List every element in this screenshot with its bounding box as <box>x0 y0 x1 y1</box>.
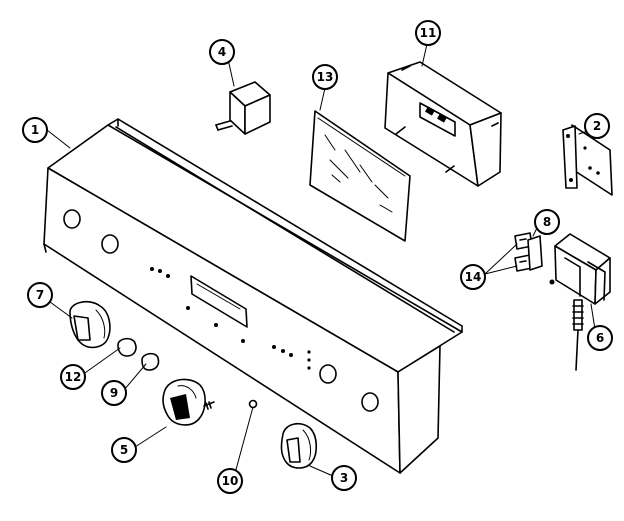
callout-12: 12 <box>60 364 86 390</box>
callout-6-label: 6 <box>596 331 604 345</box>
callout-2: 2 <box>584 113 610 139</box>
callout-7-label: 7 <box>36 288 44 302</box>
callout-11: 11 <box>415 20 441 46</box>
callout-7: 7 <box>27 282 53 308</box>
knob-7 <box>69 300 111 349</box>
knob-cap-9 <box>141 352 160 371</box>
callout-4-label: 4 <box>218 45 226 59</box>
glass-panel <box>309 110 411 242</box>
callout-6: 6 <box>587 325 613 351</box>
callout-5: 5 <box>111 437 137 463</box>
knob-cap-12 <box>117 337 137 357</box>
callout-13-label: 13 <box>317 70 334 84</box>
callout-4: 4 <box>209 39 235 65</box>
callout-1-label: 1 <box>31 123 39 137</box>
callout-1: 1 <box>22 117 48 143</box>
callout-3: 3 <box>331 465 357 491</box>
control-panel <box>43 118 463 474</box>
thermostat <box>549 233 611 371</box>
callout-3-label: 3 <box>340 471 348 485</box>
callout-8-label: 8 <box>543 215 551 229</box>
callout-8: 8 <box>534 209 560 235</box>
callout-14: 14 <box>460 264 486 290</box>
knob-5 <box>162 378 215 426</box>
callout-10: 10 <box>217 468 243 494</box>
clock-timer <box>384 61 502 187</box>
callout-11-label: 11 <box>420 26 437 40</box>
callout-12-label: 12 <box>65 370 82 384</box>
callout-13: 13 <box>312 64 338 90</box>
small-switch <box>514 232 543 272</box>
knob-3 <box>280 422 318 469</box>
callout-9: 9 <box>101 380 127 406</box>
leader-lines <box>46 43 597 478</box>
switch <box>215 81 271 135</box>
callout-14-label: 14 <box>465 270 482 284</box>
callout-10-label: 10 <box>222 474 239 488</box>
small-cap-10 <box>248 399 258 409</box>
callout-5-label: 5 <box>120 443 128 457</box>
callout-9-label: 9 <box>110 386 118 400</box>
callout-2-label: 2 <box>593 119 601 133</box>
bracket <box>562 124 613 196</box>
